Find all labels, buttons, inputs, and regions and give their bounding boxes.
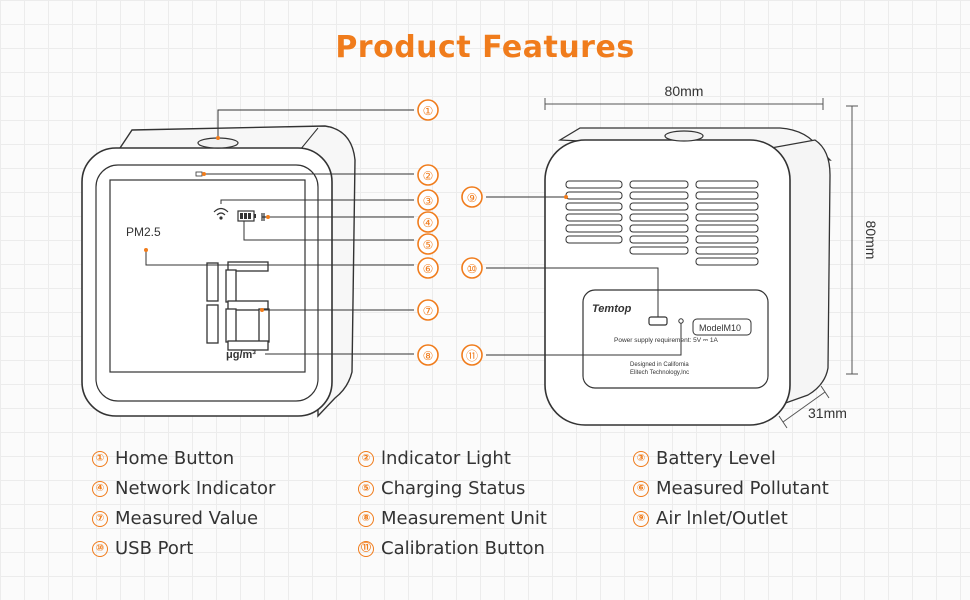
legend-item-measured-pollutant: ⑥ Measured Pollutant [633,478,829,499]
svg-text:⑩: ⑩ [467,262,478,276]
svg-text:⑦: ⑦ [423,304,434,318]
power-text: Power supply requirement: 5V ⎓ 1A [614,337,718,344]
front-callouts: ① ② ③ ④ ⑤ ⑥ ⑦ ⑧ [417,99,439,366]
legend-number: ⑩ [92,540,108,557]
legend-label: Measured Value [115,508,259,529]
front-leader-lines [145,109,414,355]
back-leader-lines [486,196,682,356]
legend-label: USB Port [115,538,194,559]
model-label: ModelM10 [699,323,741,333]
legend-item-charging-status: ⑤ Charging Status [358,478,525,499]
width-dimension: 80mm [665,83,704,99]
legend-label: Calibration Button [381,538,545,559]
legend-item-home-button: ① Home Button [92,448,234,469]
designed-line-1: Designed in California [630,362,689,368]
legend-label: Measurement Unit [381,508,547,529]
calibration-button [678,318,684,324]
battery-icon [237,210,256,222]
legend-label: Measured Pollutant [656,478,829,499]
svg-text:②: ② [423,169,434,183]
svg-text:⑤: ⑤ [423,238,434,252]
brand-label: Temtop [592,303,632,315]
pollutant-label: PM2.5 [126,225,161,239]
legend-item-battery-level: ③ Battery Level [633,448,776,469]
legend-label: Network Indicator [115,478,276,499]
legend-label: Air lnlet/Outlet [656,508,788,529]
svg-text:⑥: ⑥ [423,262,434,276]
legend-number: ⑪ [358,540,374,557]
legend-label: lndicator Light [381,448,511,469]
legend-label: Home Button [115,448,235,469]
page-title: Product Features [335,30,635,65]
legend-item-measurement-unit: ⑧ Measurement Unit [358,508,547,529]
wifi-icon [213,207,229,220]
legend-item-usb-port: ⑩ USB Port [92,538,193,559]
dimension-lines [544,98,858,429]
legend-item-measured-value: ⑦ Measured Value [92,508,258,529]
legend-item-air-inlet-outlet: ⑨ Air lnlet/Outlet [633,508,788,529]
legend-number: ⑥ [633,480,649,497]
legend-number: ⑧ [358,510,374,527]
unit-label: μg/m³ [226,349,256,361]
svg-text:⑪: ⑪ [466,349,478,363]
front-device: PM2.5 16 μg/m³ [81,125,356,418]
height-dimension: 80mm [863,221,879,260]
svg-text:⑧: ⑧ [423,349,434,363]
air-vents [565,180,759,266]
back-device: Temtop ModelM10 Power supply requirement… [544,127,832,426]
legend-label: Charging Status [381,478,526,499]
legend-number: ⑨ [633,510,649,527]
back-callouts: ⑨ ⑩ ⑪ [461,186,483,366]
legend-number: ② [358,450,374,467]
svg-text:①: ① [423,104,434,118]
svg-text:⑨: ⑨ [467,191,478,205]
legend-number: ⑤ [358,480,374,497]
svg-text:③: ③ [423,194,434,208]
designed-line-2: Elitech Technology,Inc [630,370,689,376]
legend-item-calibration-button: ⑪ Calibration Button [358,538,545,559]
legend-number: ④ [92,480,108,497]
legend-number: ③ [633,450,649,467]
depth-dimension: 31mm [808,405,847,421]
front-leader-dots [144,136,270,312]
measured-value-display [206,261,270,351]
legend-number: ⑦ [92,510,108,527]
legend-item-indicator-light: ② lndicator Light [358,448,511,469]
svg-text:④: ④ [423,216,434,230]
legend-item-network-indicator: ④ Network Indicator [92,478,275,499]
legend-label: Battery Level [656,448,776,469]
usb-port [648,316,668,326]
indicator-light [195,171,203,177]
legend-number: ① [92,450,108,467]
